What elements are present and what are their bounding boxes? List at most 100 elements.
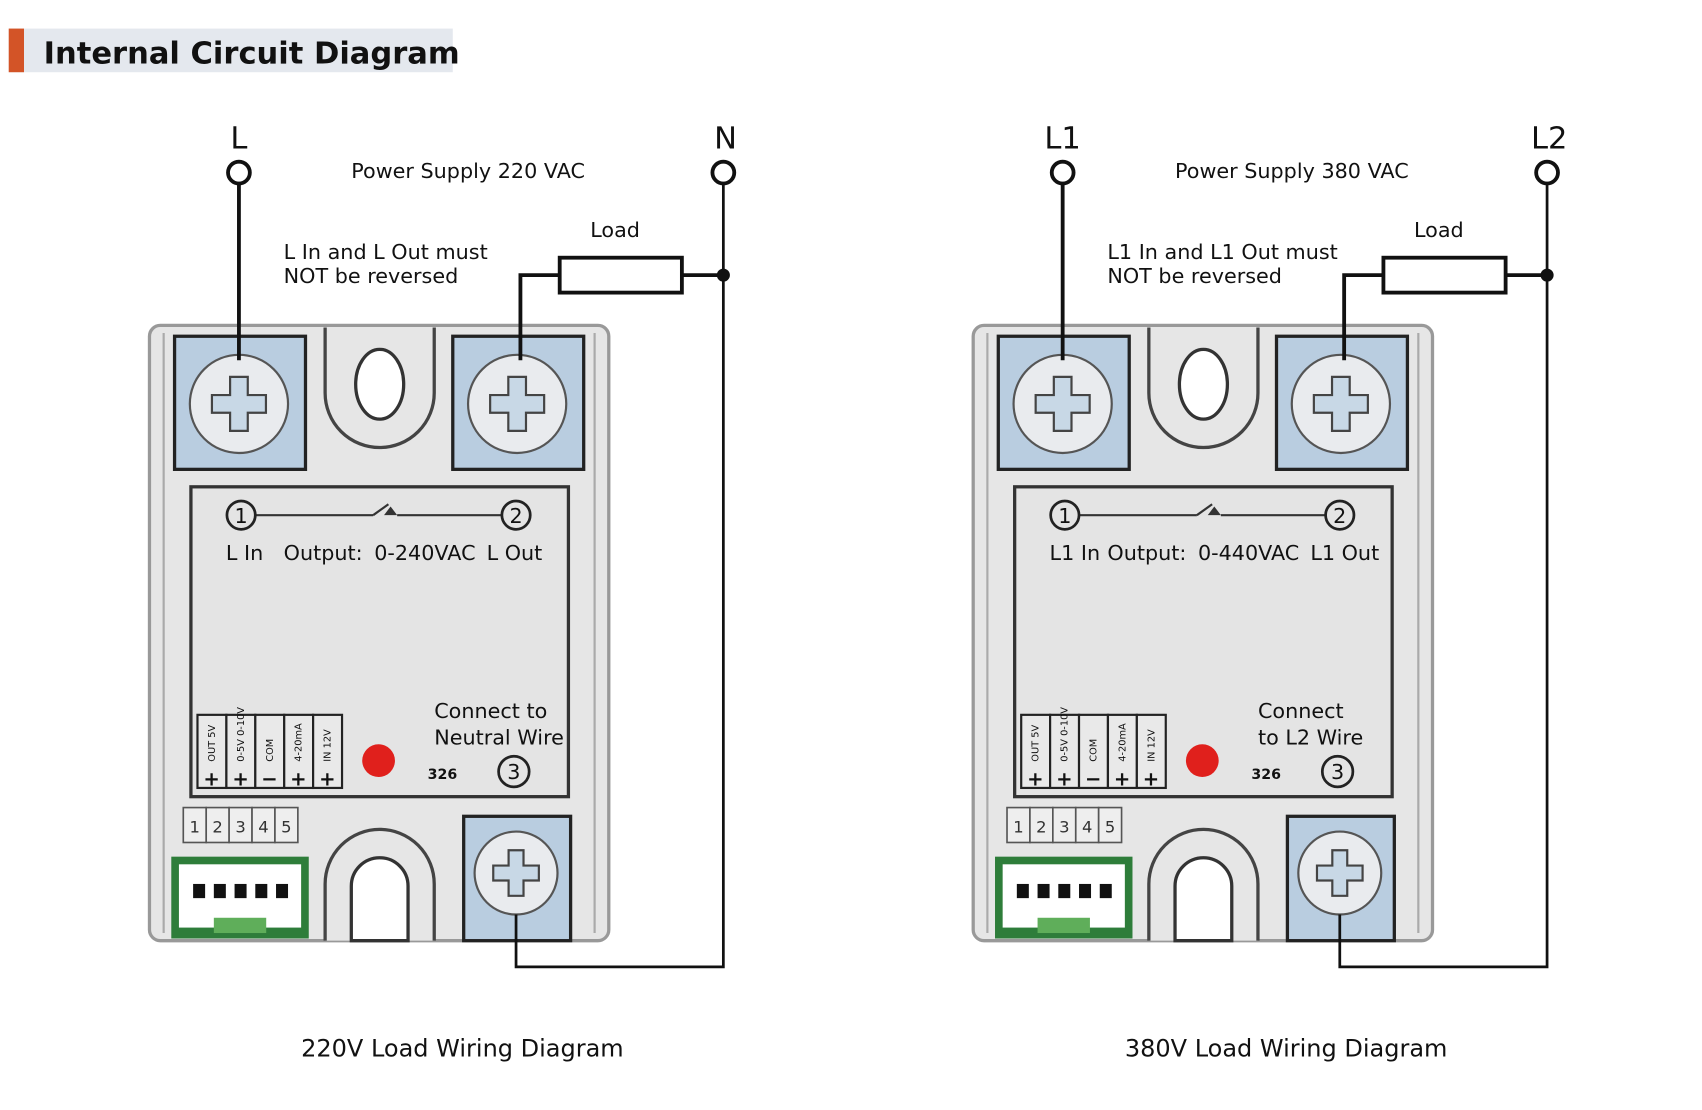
- mounting-hole: [354, 347, 406, 421]
- warning-line-1: L1 In and L1 Out must: [1107, 240, 1337, 264]
- heading-accent-bar: [8, 28, 25, 73]
- wire-return: [514, 183, 725, 969]
- connect-line-1: Connect to: [434, 699, 547, 723]
- power-supply-label: Power Supply 380 VAC: [1175, 159, 1409, 183]
- control-terminal: COM−: [254, 713, 286, 791]
- supply-label-b: N: [714, 122, 737, 157]
- diagram-caption: 220V Load Wiring Diagram: [301, 1034, 624, 1062]
- in-label: L1 In: [1050, 541, 1101, 565]
- control-terminal: 0-5V 0-10V+: [1049, 707, 1081, 791]
- terminal-number: 4: [258, 818, 268, 837]
- warning-line-2: NOT be reversed: [284, 264, 459, 288]
- pin-3-circle: [1320, 754, 1355, 789]
- terminal-cell: [225, 713, 257, 790]
- wire-load: [1342, 273, 1548, 361]
- terminal-number: 5: [281, 818, 291, 837]
- screw-cross-icon: [492, 849, 540, 897]
- terminal-number: 4: [1082, 818, 1092, 837]
- supply-label-b: L2: [1531, 122, 1567, 157]
- pin-1-label: 1: [235, 504, 248, 528]
- terminal-function-label: OUT 5V: [207, 725, 218, 762]
- warning-line-2: NOT be reversed: [1107, 264, 1282, 288]
- terminal-sign: +: [232, 768, 248, 791]
- screw-cross-icon: [1312, 375, 1369, 432]
- status-led: [362, 744, 395, 778]
- supply-label-a: L1: [1044, 122, 1080, 157]
- connector-pin: [1099, 883, 1112, 899]
- connector-pin: [1079, 883, 1092, 899]
- terminal-function-label: 0-5V 0-10V: [1060, 707, 1071, 762]
- heading-background: [8, 28, 453, 73]
- screw-cross-icon: [1315, 849, 1364, 897]
- terminal-number: 2: [1036, 818, 1046, 837]
- diagram-caption: 380V Load Wiring Diagram: [1125, 1034, 1448, 1062]
- warning-line-1: L In and L Out must: [284, 240, 488, 264]
- switch-pivot: [384, 506, 398, 516]
- pin-1-label: 1: [1058, 504, 1071, 528]
- load-resistor: [557, 255, 684, 295]
- pin-2-label: 2: [509, 504, 522, 528]
- control-terminal: IN 12V+: [312, 713, 344, 791]
- terminal-function-label: OUT 5V: [1031, 725, 1042, 762]
- control-terminal: IN 12V+: [1135, 713, 1167, 791]
- terminal-number: 1: [190, 818, 200, 837]
- terminal-number-box: [274, 806, 299, 844]
- pin-3-label: 3: [507, 760, 520, 784]
- out-label: L Out: [487, 541, 543, 565]
- control-terminal: 4-20mA+: [1106, 713, 1138, 791]
- power-supply-label: Power Supply 220 VAC: [351, 159, 585, 183]
- pin-3-circle: [497, 754, 531, 789]
- supply-terminal-b: [1534, 159, 1560, 186]
- connector-pin: [234, 883, 247, 899]
- connector-pin: [1016, 883, 1029, 899]
- terminal-function-label: 4-20mA: [1117, 723, 1128, 762]
- terminal-cell: [283, 713, 315, 790]
- control-terminal: COM −: [1077, 713, 1110, 791]
- terminal-sign: +: [1027, 768, 1043, 791]
- heading-title: Internal Circuit Diagram: [44, 36, 460, 71]
- wire-load: [518, 273, 724, 361]
- mounting-slot-opening: [349, 856, 410, 943]
- connector-pin: [193, 883, 206, 899]
- control-terminal: 4-20mA+: [283, 713, 315, 791]
- supply-terminal-a: [226, 159, 252, 186]
- connector-pin: [213, 883, 226, 899]
- mounting-slot-opening: [1173, 856, 1234, 943]
- supply-label-a: L: [230, 122, 247, 157]
- terminal-sign: −: [261, 768, 277, 791]
- connect-line-2: Neutral Wire: [434, 725, 564, 749]
- pin-1-circle: [1049, 499, 1081, 531]
- output-label: Output:: [284, 541, 363, 565]
- connector-pin: [255, 883, 268, 899]
- output-label: Output:: [1107, 541, 1186, 565]
- out-label: L1 Out: [1310, 541, 1379, 565]
- terminal-sign: +: [319, 768, 335, 791]
- connector-pin: [1037, 883, 1050, 899]
- switch-pivot: [1207, 506, 1221, 516]
- terminal-number-box: [1097, 806, 1123, 844]
- terminal-function-label: COM: [1088, 739, 1099, 762]
- screw-cross-icon: [489, 375, 546, 432]
- section-heading: Internal Circuit Diagram: [8, 28, 460, 73]
- terminal-number: 2: [212, 818, 222, 837]
- supply-terminal-a: [1049, 159, 1076, 186]
- terminal-function-label: IN 12V: [1146, 729, 1157, 762]
- model-number: 326: [428, 767, 458, 783]
- control-terminal: OUT 5V +: [1020, 713, 1052, 791]
- output-range: 0-440VAC: [1198, 541, 1299, 565]
- terminal-number: 3: [235, 818, 245, 837]
- terminal-cell: [1106, 713, 1138, 790]
- terminal-sign: −: [1085, 768, 1101, 791]
- in-label: L In: [226, 541, 263, 565]
- supply-terminal-b: [710, 159, 737, 186]
- screw-cross-icon: [210, 375, 268, 432]
- switch-contact: [372, 503, 390, 517]
- terminal-number: 5: [1105, 818, 1115, 837]
- terminal-sign: +: [290, 768, 306, 791]
- connector-pin: [276, 883, 289, 899]
- mounting-hole: [1177, 347, 1230, 421]
- load-label: Load: [1414, 218, 1464, 242]
